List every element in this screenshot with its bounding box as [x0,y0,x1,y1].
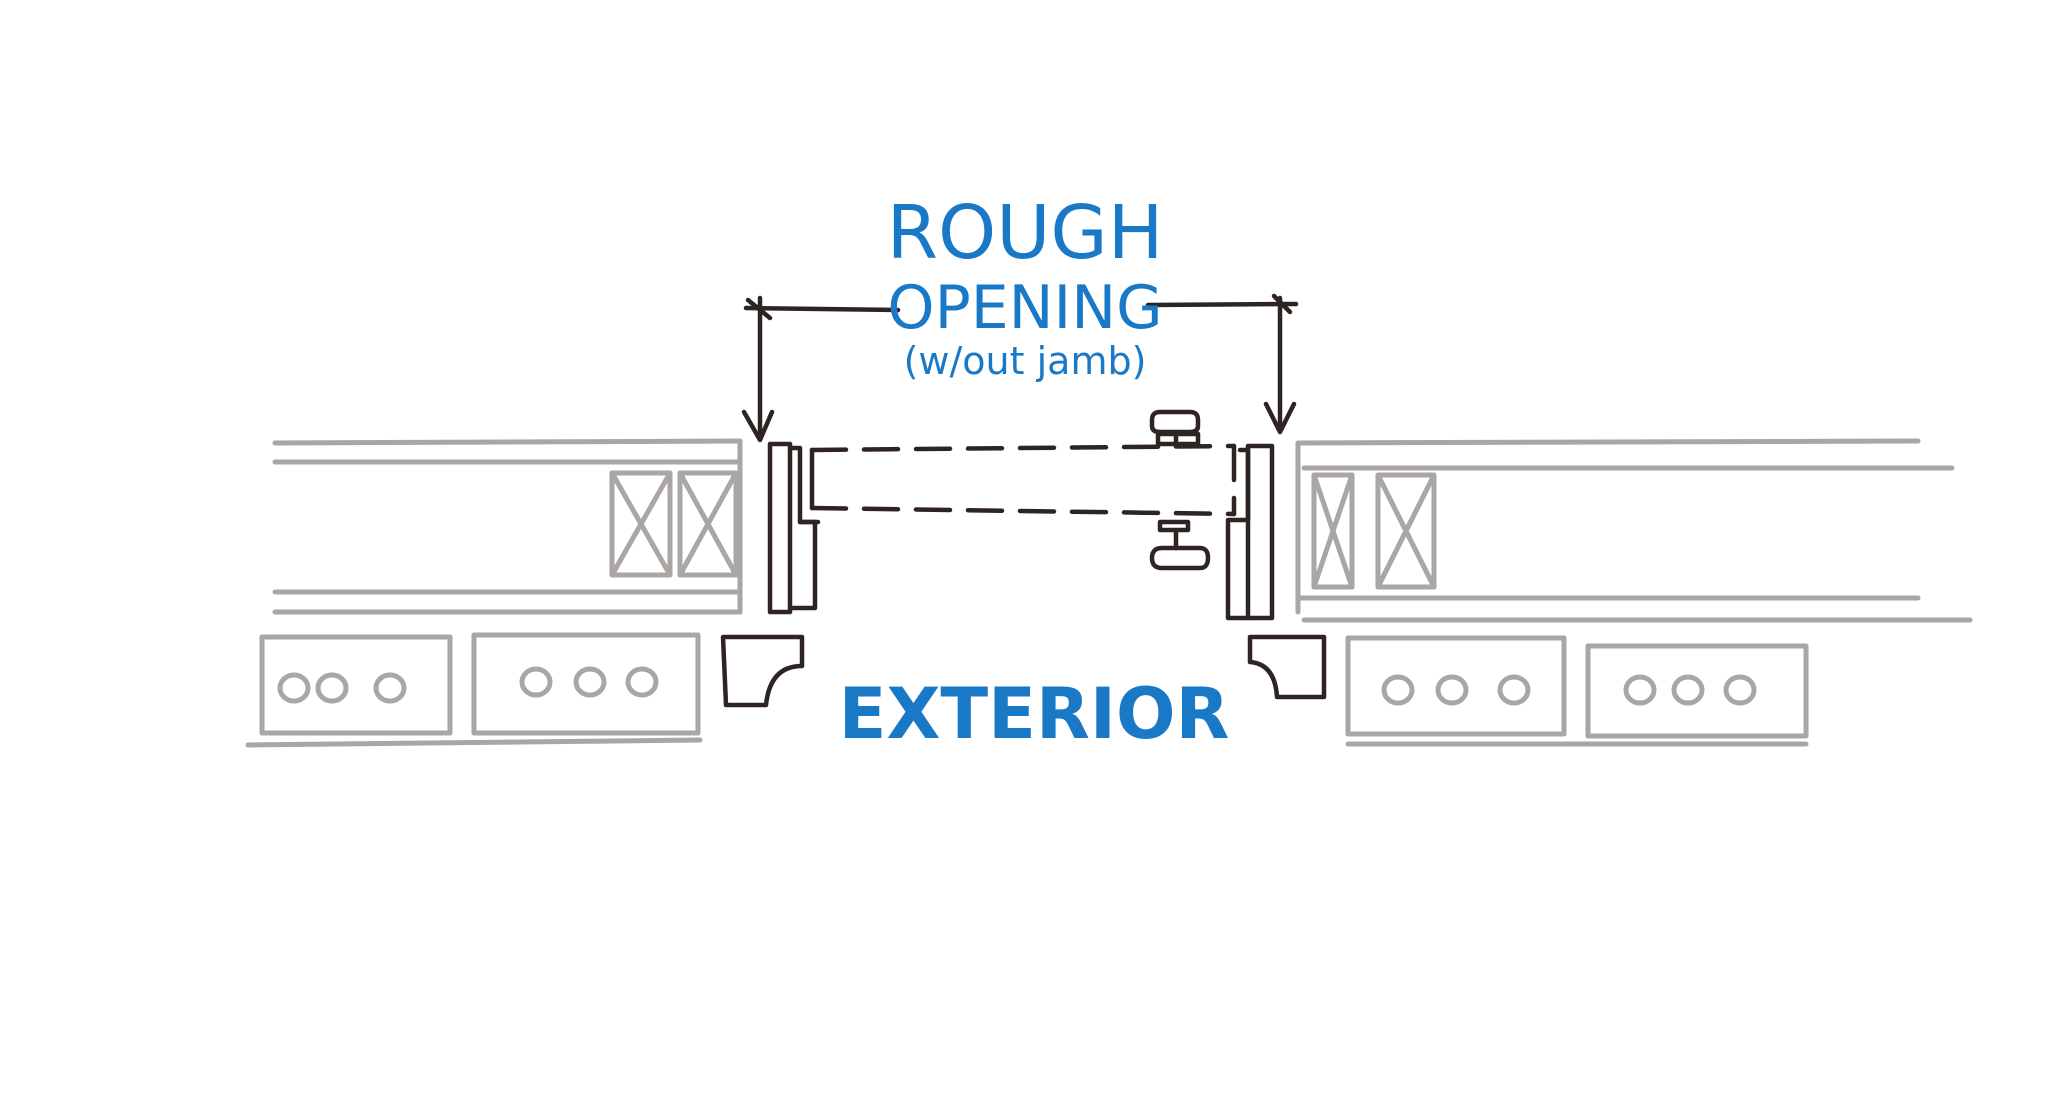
label-opening: OPENING [887,273,1162,343]
door-panel-outline [809,443,1237,517]
right-wall [1295,438,1973,747]
right-jamb [1225,443,1275,621]
left-foundation-line [245,737,703,748]
label-exterior: EXTERIOR [839,673,1230,755]
left-block-1 [259,634,453,736]
right-wall-lines [1295,438,1973,623]
dimension-line [741,293,1299,443]
top-handle [1149,409,1201,447]
bottom-handle [1149,519,1211,571]
right-block-1 [1345,635,1567,737]
left-arrow-head [741,409,775,443]
right-stud-2 [1375,472,1437,590]
right-stud-1 [1311,472,1355,590]
right-block-2 [1585,643,1809,739]
left-wall [245,438,743,748]
right-arrow-head [1263,401,1297,435]
left-jamb [767,441,821,615]
left-stud-1 [609,470,673,578]
left-block-2 [471,632,701,736]
left-wall-lines [272,438,743,615]
left-stud-2 [677,470,739,578]
label-note: (w/out jamb) [904,339,1147,383]
left-sill-block [720,634,805,708]
label-rough: ROUGH [887,190,1164,276]
right-sill-block [1247,634,1327,700]
